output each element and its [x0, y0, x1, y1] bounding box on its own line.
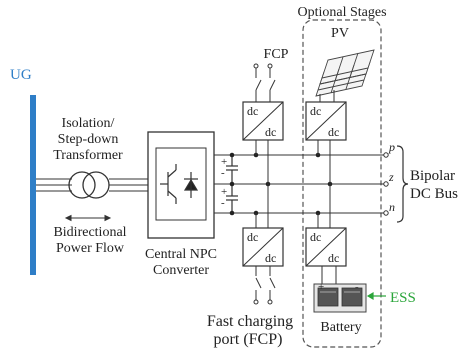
power-flow-label-2: Power Flow: [56, 241, 125, 256]
fcp-bottom-label-2: port (FCP): [214, 331, 283, 348]
transformer-label-2: Step-down: [58, 132, 119, 147]
converter-label-2: Converter: [153, 263, 209, 278]
dc-bus-lines: [214, 154, 384, 214]
battery-minus: -: [355, 281, 359, 293]
battery-dc-2: dc: [328, 251, 339, 265]
transformer-label-3: Transformer: [53, 148, 123, 163]
utility-grid-bar: [30, 95, 36, 275]
igbt-symbol: [160, 164, 177, 204]
ac-lines-converter-side: [109, 178, 148, 192]
fcp-bottom-diagonal: [242, 227, 284, 267]
pv-dc-2: dc: [328, 125, 339, 139]
fcp-top-dc-2: dc: [265, 125, 276, 139]
battery-plus: +: [318, 281, 324, 293]
fcp-bottom-label-1: Fast charging: [207, 313, 293, 330]
ess-label: ESS: [390, 290, 416, 306]
cap2-minus: -: [221, 197, 225, 209]
pv-dc-1: dc: [310, 104, 321, 118]
ug-label: UG: [10, 67, 32, 83]
battery-dc-1: dc: [310, 230, 321, 244]
pv-converter-diagonal: [305, 101, 347, 141]
converter-label-1: Central NPC: [145, 247, 217, 262]
fcp-bottom-dc-1: dc: [247, 230, 258, 244]
bus-p-label: p: [388, 140, 395, 154]
transformer-label-1: Isolation/: [62, 116, 115, 131]
bus-label-1: Bipolar: [410, 168, 455, 184]
cap1-plus: +: [221, 156, 227, 168]
fcp-top-diagonal: [242, 101, 284, 141]
cap2-plus: +: [221, 186, 227, 198]
diode-symbol: [183, 172, 199, 198]
bus-n-label: n: [389, 200, 395, 214]
bus-terminals: [383, 152, 389, 216]
ess-arrow: [366, 291, 386, 301]
fcp-bottom-wiring: [255, 184, 276, 300]
bus-label-2: DC Bus: [410, 186, 458, 202]
pv-wiring: [317, 90, 335, 184]
pv-label: PV: [331, 26, 349, 41]
battery-pack-icon: [313, 283, 367, 313]
bidirectional-arrow: [64, 214, 112, 222]
junction-dots: [229, 152, 333, 216]
battery-label: Battery: [320, 320, 361, 335]
ac-lines-grid-side: [36, 178, 72, 192]
battery-converter-diagonal: [305, 227, 347, 267]
power-flow-label-1: Bidirectional: [53, 225, 126, 240]
fcp-top-label: FCP: [264, 47, 289, 62]
fcp-top-wiring: [255, 66, 276, 184]
fcp-bottom-dc-2: dc: [265, 251, 276, 265]
npc-inner-frame: [155, 147, 207, 221]
optional-stages-label: Optional Stages: [297, 5, 386, 20]
fcp-bottom-terminals: [253, 299, 273, 305]
fcp-top-terminals: [253, 63, 273, 69]
fcp-top-dc-1: dc: [247, 104, 258, 118]
transformer-symbol: [68, 171, 110, 199]
cap1-minus: -: [221, 167, 225, 179]
pv-panels-icon: [315, 49, 375, 97]
bus-z-label: z: [388, 170, 394, 184]
bus-brace: [396, 145, 409, 223]
battery-wiring: [317, 184, 337, 284]
